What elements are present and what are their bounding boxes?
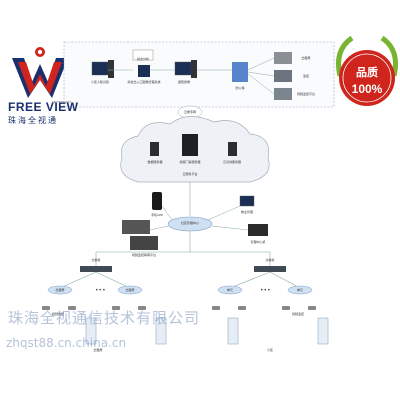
server-top [132, 49, 154, 61]
video-wall [122, 220, 158, 250]
label-group-right-0: 单元 [226, 288, 234, 292]
doors [85, 317, 329, 345]
label-cloud-server-2: 云对讲服务器 [222, 160, 242, 164]
freeview-logo [12, 47, 68, 98]
label-footer-right: 小区 [266, 348, 274, 352]
monitor-right [174, 60, 197, 78]
label-server-mid: 综合出入口图像管理系统 [127, 80, 161, 84]
label-pc-mid: 物业管理 [240, 210, 254, 214]
label-group-right-1: 单元 [296, 288, 304, 292]
group-right-2 [287, 285, 313, 295]
brand-name-en: FREE VIEW [8, 100, 79, 114]
label-video-wall: 视频监控联网平台 [131, 253, 157, 257]
svg-text:•••: ••• [260, 287, 271, 294]
label-camera-left: 视频监控 [51, 312, 65, 316]
pc-left [91, 60, 114, 78]
badge-text: 品质 [356, 66, 378, 79]
label-cloud-platform: 云服务平台 [182, 172, 198, 176]
label-group-left-0: 出租屋 [55, 288, 65, 292]
label-group-left-1: 出租屋 [125, 288, 135, 292]
label-gateway: 防火墙 [235, 86, 245, 90]
brand-name-cn: 珠海全视通 [8, 116, 58, 125]
intercom [248, 224, 268, 236]
firewall [232, 62, 248, 82]
svg-text:•••: ••• [95, 287, 106, 294]
label-cloud-server-1: 视频门禁服务器 [179, 160, 201, 164]
switch-right [254, 266, 286, 272]
label-footer-left: 出租屋 [93, 348, 103, 352]
watermark-company: 珠海全视通信技术有限公司 [8, 309, 201, 327]
cloud-servers [150, 134, 237, 156]
label-cloud-server-0: 数据服务器 [147, 160, 163, 164]
label-switch-1: 交换机 [265, 258, 275, 262]
phone [152, 192, 162, 210]
label-intercom: 管理中心机 [250, 240, 266, 244]
label-server-top: 综合分析 [136, 57, 150, 61]
watermark-url: zhqst88.cn.china.cn [6, 336, 127, 350]
label-output-0: 出租屋 [301, 56, 311, 60]
pc-mid [239, 195, 255, 207]
label-output-1: 监控 [302, 74, 310, 78]
label-output-2: 视频监控平台 [296, 92, 316, 96]
label-monitor-right: 报警终端 [177, 80, 191, 84]
label-cloud-gateway: 云端专网 [183, 110, 197, 114]
cameras [42, 306, 316, 310]
server-mid [138, 65, 150, 77]
brand-tagline: TECHNOLOGY [52, 101, 72, 104]
label-pc-left: 小区人脸识别 [90, 80, 110, 84]
label-camera-right: 视频监控 [291, 312, 305, 316]
label-hub: 社区管理中心 [180, 221, 200, 225]
badge-percent: 100% [351, 82, 383, 96]
group-left-1 [47, 285, 73, 295]
quality-badge [336, 35, 398, 106]
output-thumbs [274, 52, 292, 100]
group-right-1 [217, 285, 243, 295]
group-left-2 [117, 285, 143, 295]
switch-left [80, 266, 112, 272]
label-switch-0: 交换机 [91, 258, 101, 262]
label-phone: 手机APP [151, 213, 163, 217]
